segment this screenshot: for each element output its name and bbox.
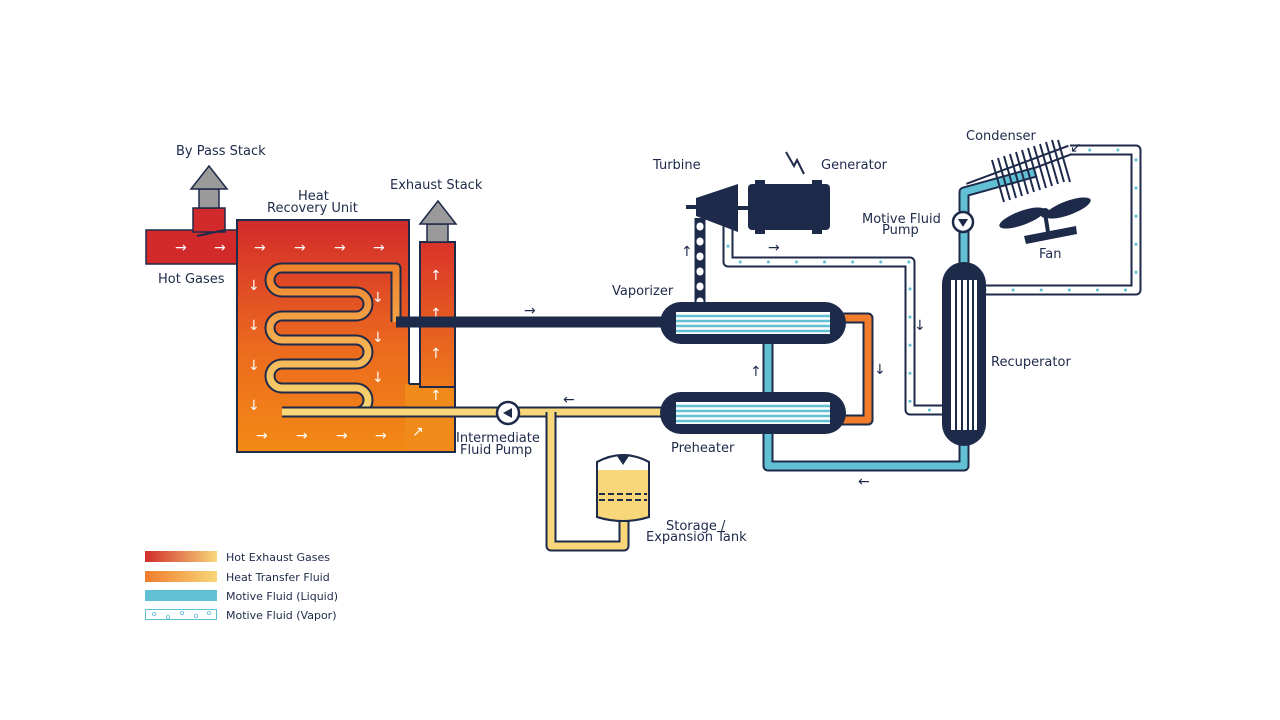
bypass-stack	[189, 164, 229, 237]
hru-lower-section	[405, 384, 455, 452]
hru-coil	[266, 264, 400, 416]
storage-expansion-tank	[596, 454, 650, 522]
svg-text:↓: ↓	[372, 370, 384, 386]
svg-text:↓: ↓	[914, 318, 926, 334]
exhaust-riser	[419, 241, 456, 388]
motive-vapor-lines: ↓ → ↑ ↙	[681, 140, 1142, 416]
label-condenser: Condenser	[966, 129, 1037, 144]
svg-text:↑: ↑	[430, 388, 442, 404]
recuperator	[942, 262, 986, 446]
label-preheater: Preheater	[671, 441, 735, 456]
svg-text:↑: ↑	[430, 346, 442, 362]
legend-hot-exhaust-gases: Hot Exhaust Gases	[226, 551, 330, 564]
legend: Hot Exhaust Gases Heat Transfer Fluid Mo…	[145, 551, 338, 622]
label-intermediate-pump-1: Intermediate	[456, 431, 540, 446]
hot-gas-inlet-duct	[145, 229, 243, 265]
hot-gas-swatch	[145, 551, 217, 562]
heat-transfer-fluid-loop: → ← ↓	[282, 303, 886, 552]
vapor-swatch	[145, 609, 217, 620]
svg-text:↑: ↑	[430, 306, 442, 322]
svg-text:→: →	[175, 240, 187, 256]
svg-text:↓: ↓	[248, 318, 260, 334]
turbine	[686, 184, 748, 232]
label-exhaust-stack: Exhaust Stack	[390, 178, 483, 193]
svg-text:↓: ↓	[874, 362, 886, 378]
legend-motive-vapor: Motive Fluid (Vapor)	[226, 609, 336, 622]
svg-text:↓: ↓	[372, 330, 384, 346]
hru-outline	[237, 220, 456, 453]
legend-heat-transfer-fluid: Heat Transfer Fluid	[226, 571, 330, 584]
label-storage-1: Storage /	[666, 519, 726, 534]
label-bypass-stack: By Pass Stack	[176, 144, 266, 159]
svg-text:→: →	[336, 428, 348, 444]
lightning-icon	[785, 151, 805, 175]
svg-text:↗: ↗	[412, 424, 424, 440]
label-heat-recovery-1: Heat	[298, 189, 329, 204]
svg-text:→: →	[334, 240, 346, 256]
label-storage-2: Expansion Tank	[646, 530, 747, 545]
motive-liquid-lines: ↑ ←	[750, 166, 1038, 490]
svg-text:↙: ↙	[1070, 140, 1082, 156]
label-recuperator: Recuperator	[991, 355, 1071, 370]
intermediate-fluid-pump-icon	[495, 400, 521, 426]
svg-text:→: →	[296, 428, 308, 444]
preheater	[660, 392, 846, 434]
liquid-swatch	[145, 590, 217, 601]
fan-icon	[999, 197, 1091, 244]
label-vaporizer: Vaporizer	[612, 284, 674, 299]
heat-fluid-swatch	[145, 571, 217, 582]
svg-text:→: →	[294, 240, 306, 256]
legend-motive-liquid: Motive Fluid (Liquid)	[226, 590, 338, 603]
label-fan: Fan	[1039, 247, 1062, 262]
svg-text:↓: ↓	[248, 398, 260, 414]
label-heat-recovery-2: Recovery Unit	[267, 201, 358, 216]
label-generator: Generator	[821, 158, 888, 173]
svg-text:→: →	[214, 240, 226, 256]
svg-text:→: →	[373, 240, 385, 256]
generator	[748, 151, 830, 234]
diagram-labels: By Pass Stack Heat Recovery Unit Exhaust…	[158, 129, 1071, 545]
label-motive-pump-1: Motive Fluid	[862, 212, 941, 227]
label-turbine: Turbine	[652, 158, 701, 173]
hot-gas-flow-arrows: → → → → → → ↓ ↓ ↓ ↓ ↓ ↓ ↓ ↑ ↑ ↑ ↑ ↗ → → …	[175, 240, 442, 444]
label-motive-pump-2: Pump	[882, 223, 919, 238]
svg-text:←: ←	[563, 392, 575, 408]
svg-text:→: →	[375, 428, 387, 444]
svg-text:↓: ↓	[248, 358, 260, 374]
svg-text:→: →	[254, 240, 266, 256]
vaporizer	[660, 302, 846, 344]
label-intermediate-pump-2: Fluid Pump	[460, 443, 532, 458]
svg-text:↑: ↑	[750, 364, 762, 380]
svg-text:→: →	[768, 240, 780, 256]
label-hot-gases: Hot Gases	[158, 272, 225, 287]
condenser	[991, 139, 1071, 203]
svg-text:↑: ↑	[430, 268, 442, 284]
exhaust-stack	[418, 199, 458, 243]
svg-text:→: →	[524, 303, 536, 319]
svg-text:→: →	[256, 428, 268, 444]
motive-fluid-pump-icon	[951, 210, 975, 234]
svg-text:↑: ↑	[681, 244, 693, 260]
svg-text:←: ←	[858, 474, 870, 490]
svg-text:↓: ↓	[248, 278, 260, 294]
svg-text:↓: ↓	[372, 290, 384, 306]
